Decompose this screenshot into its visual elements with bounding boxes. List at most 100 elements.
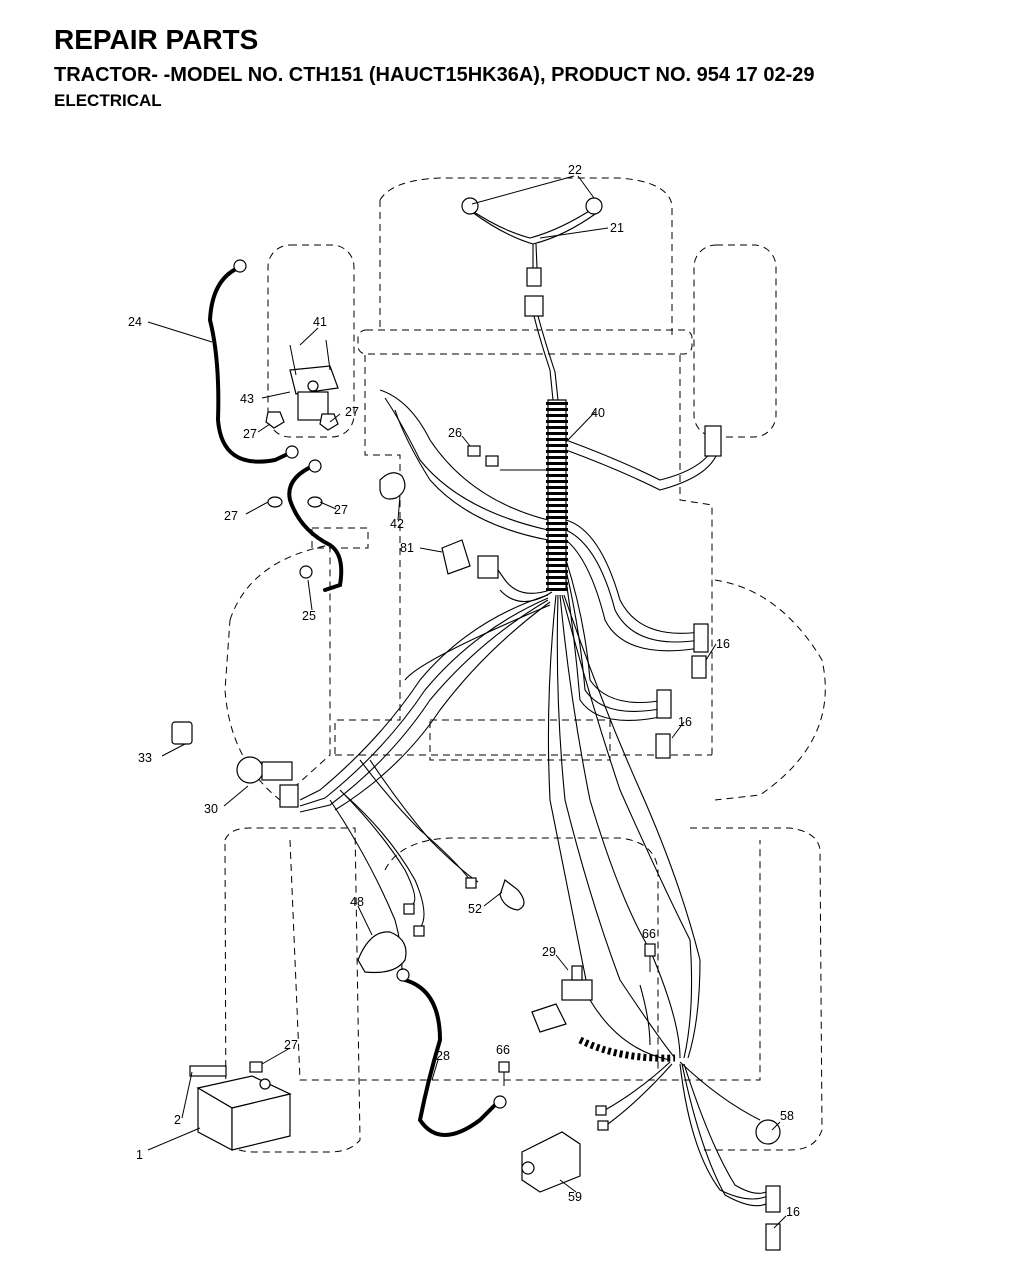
loom-band <box>546 552 568 555</box>
page-title: REPAIR PARTS <box>54 24 259 55</box>
callout-81: 81 <box>400 541 414 555</box>
key-33 <box>171 721 193 745</box>
loom-band <box>546 474 568 477</box>
callout-22: 22 <box>568 163 582 177</box>
callout-52: 52 <box>468 902 482 916</box>
loom-band <box>546 414 568 417</box>
loom-band <box>546 456 568 459</box>
loom-band <box>546 570 568 573</box>
battery-cables <box>207 259 507 1137</box>
headlight-connector-b <box>524 295 544 317</box>
callout-24: 24 <box>128 315 142 329</box>
callout-16-a: 16 <box>716 637 730 651</box>
headlight-bulb-left <box>461 197 479 215</box>
regulator-59 <box>521 1131 581 1193</box>
relay-81 <box>441 539 471 575</box>
loom-band <box>546 468 568 471</box>
ignition-switch-30 <box>236 756 299 808</box>
loom-band <box>546 462 568 465</box>
headlight-connector-a <box>526 267 542 287</box>
headlight-bulb-right <box>585 197 603 215</box>
callout-66-b: 66 <box>496 1043 510 1057</box>
loom-band <box>546 480 568 483</box>
callout-28: 28 <box>436 1049 450 1063</box>
relay-socket <box>477 555 499 579</box>
connector-29 <box>531 1003 567 1033</box>
callout-27-e: 27 <box>284 1038 298 1052</box>
loom-band <box>546 564 568 567</box>
nut-27-d <box>307 496 323 508</box>
loom-band <box>546 426 568 429</box>
solenoid-43 <box>289 339 339 421</box>
callout-21: 21 <box>610 221 624 235</box>
callout-42: 42 <box>390 517 404 531</box>
loom-band <box>546 588 568 591</box>
loom-band <box>546 492 568 495</box>
cable-eyelet-24-top <box>233 259 247 273</box>
loom-band <box>546 558 568 561</box>
callout-33: 33 <box>138 751 152 765</box>
switch-16-c <box>765 1223 781 1251</box>
loom-band <box>546 510 568 513</box>
loom-band <box>546 498 568 501</box>
boot-42 <box>379 472 406 500</box>
callout-16-b: 16 <box>678 715 692 729</box>
callout-29: 29 <box>542 945 556 959</box>
battery-1 <box>196 1075 292 1151</box>
headlight-harness <box>461 197 603 401</box>
loom-band <box>546 546 568 549</box>
nut-27-b <box>319 413 339 431</box>
fuse-26 <box>467 445 499 467</box>
callout-30: 30 <box>204 802 218 816</box>
callout-43: 43 <box>240 392 254 406</box>
nut-27-e <box>249 1061 263 1073</box>
callout-27-d: 27 <box>334 503 348 517</box>
terminal-d <box>595 1105 607 1116</box>
callout-41: 41 <box>313 315 327 329</box>
screw-66-b <box>498 1061 510 1086</box>
callout-27-c: 27 <box>224 509 238 523</box>
bulb-52 <box>499 879 525 911</box>
loom-band <box>546 516 568 519</box>
callout-59: 59 <box>568 1190 582 1204</box>
cable-eyelet-28-top <box>396 968 410 982</box>
loom-band <box>546 408 568 411</box>
callout-1: 1 <box>136 1148 143 1162</box>
tractor-outline <box>224 177 826 1153</box>
harness-branches <box>299 389 781 1213</box>
lamp-48 <box>357 931 407 974</box>
cap-58 <box>755 1119 781 1145</box>
screw-66-a <box>644 943 656 972</box>
terminal-b <box>403 903 415 915</box>
main-wire-loom <box>546 399 568 591</box>
callout-2: 2 <box>174 1113 181 1127</box>
connector-16-b <box>656 689 672 719</box>
cable-eyelet-28-bottom <box>493 1095 507 1109</box>
callout-58: 58 <box>780 1109 794 1123</box>
bolt-2 <box>189 1065 227 1077</box>
eyelet-top <box>285 445 322 473</box>
callout-26: 26 <box>448 426 462 440</box>
callout-66-a: 66 <box>642 927 656 941</box>
connector-16-c <box>765 1185 781 1213</box>
loom-band <box>546 438 568 441</box>
switch-16-a <box>691 655 707 679</box>
callout-48: 48 <box>350 895 364 909</box>
loom-band <box>546 486 568 489</box>
loom-band <box>546 432 568 435</box>
connector-16-a <box>693 623 709 653</box>
callout-16-c: 16 <box>786 1205 800 1219</box>
loom-band <box>546 534 568 537</box>
terminal-c <box>413 925 425 937</box>
switch-16-b <box>655 733 671 759</box>
loom-band <box>546 522 568 525</box>
terminal-a <box>465 877 477 889</box>
terminal-e <box>597 1120 609 1131</box>
loom-band <box>546 528 568 531</box>
loom-band <box>546 402 568 405</box>
cable-eyelet-25 <box>299 565 313 579</box>
loom-band <box>546 540 568 543</box>
callout-labels: 22 21 24 41 43 27 27 27 27 26 40 42 81 2… <box>128 163 800 1219</box>
model-subtitle: TRACTOR- -MODEL NO. CTH151 (HAUCT15HK36A… <box>54 64 815 86</box>
